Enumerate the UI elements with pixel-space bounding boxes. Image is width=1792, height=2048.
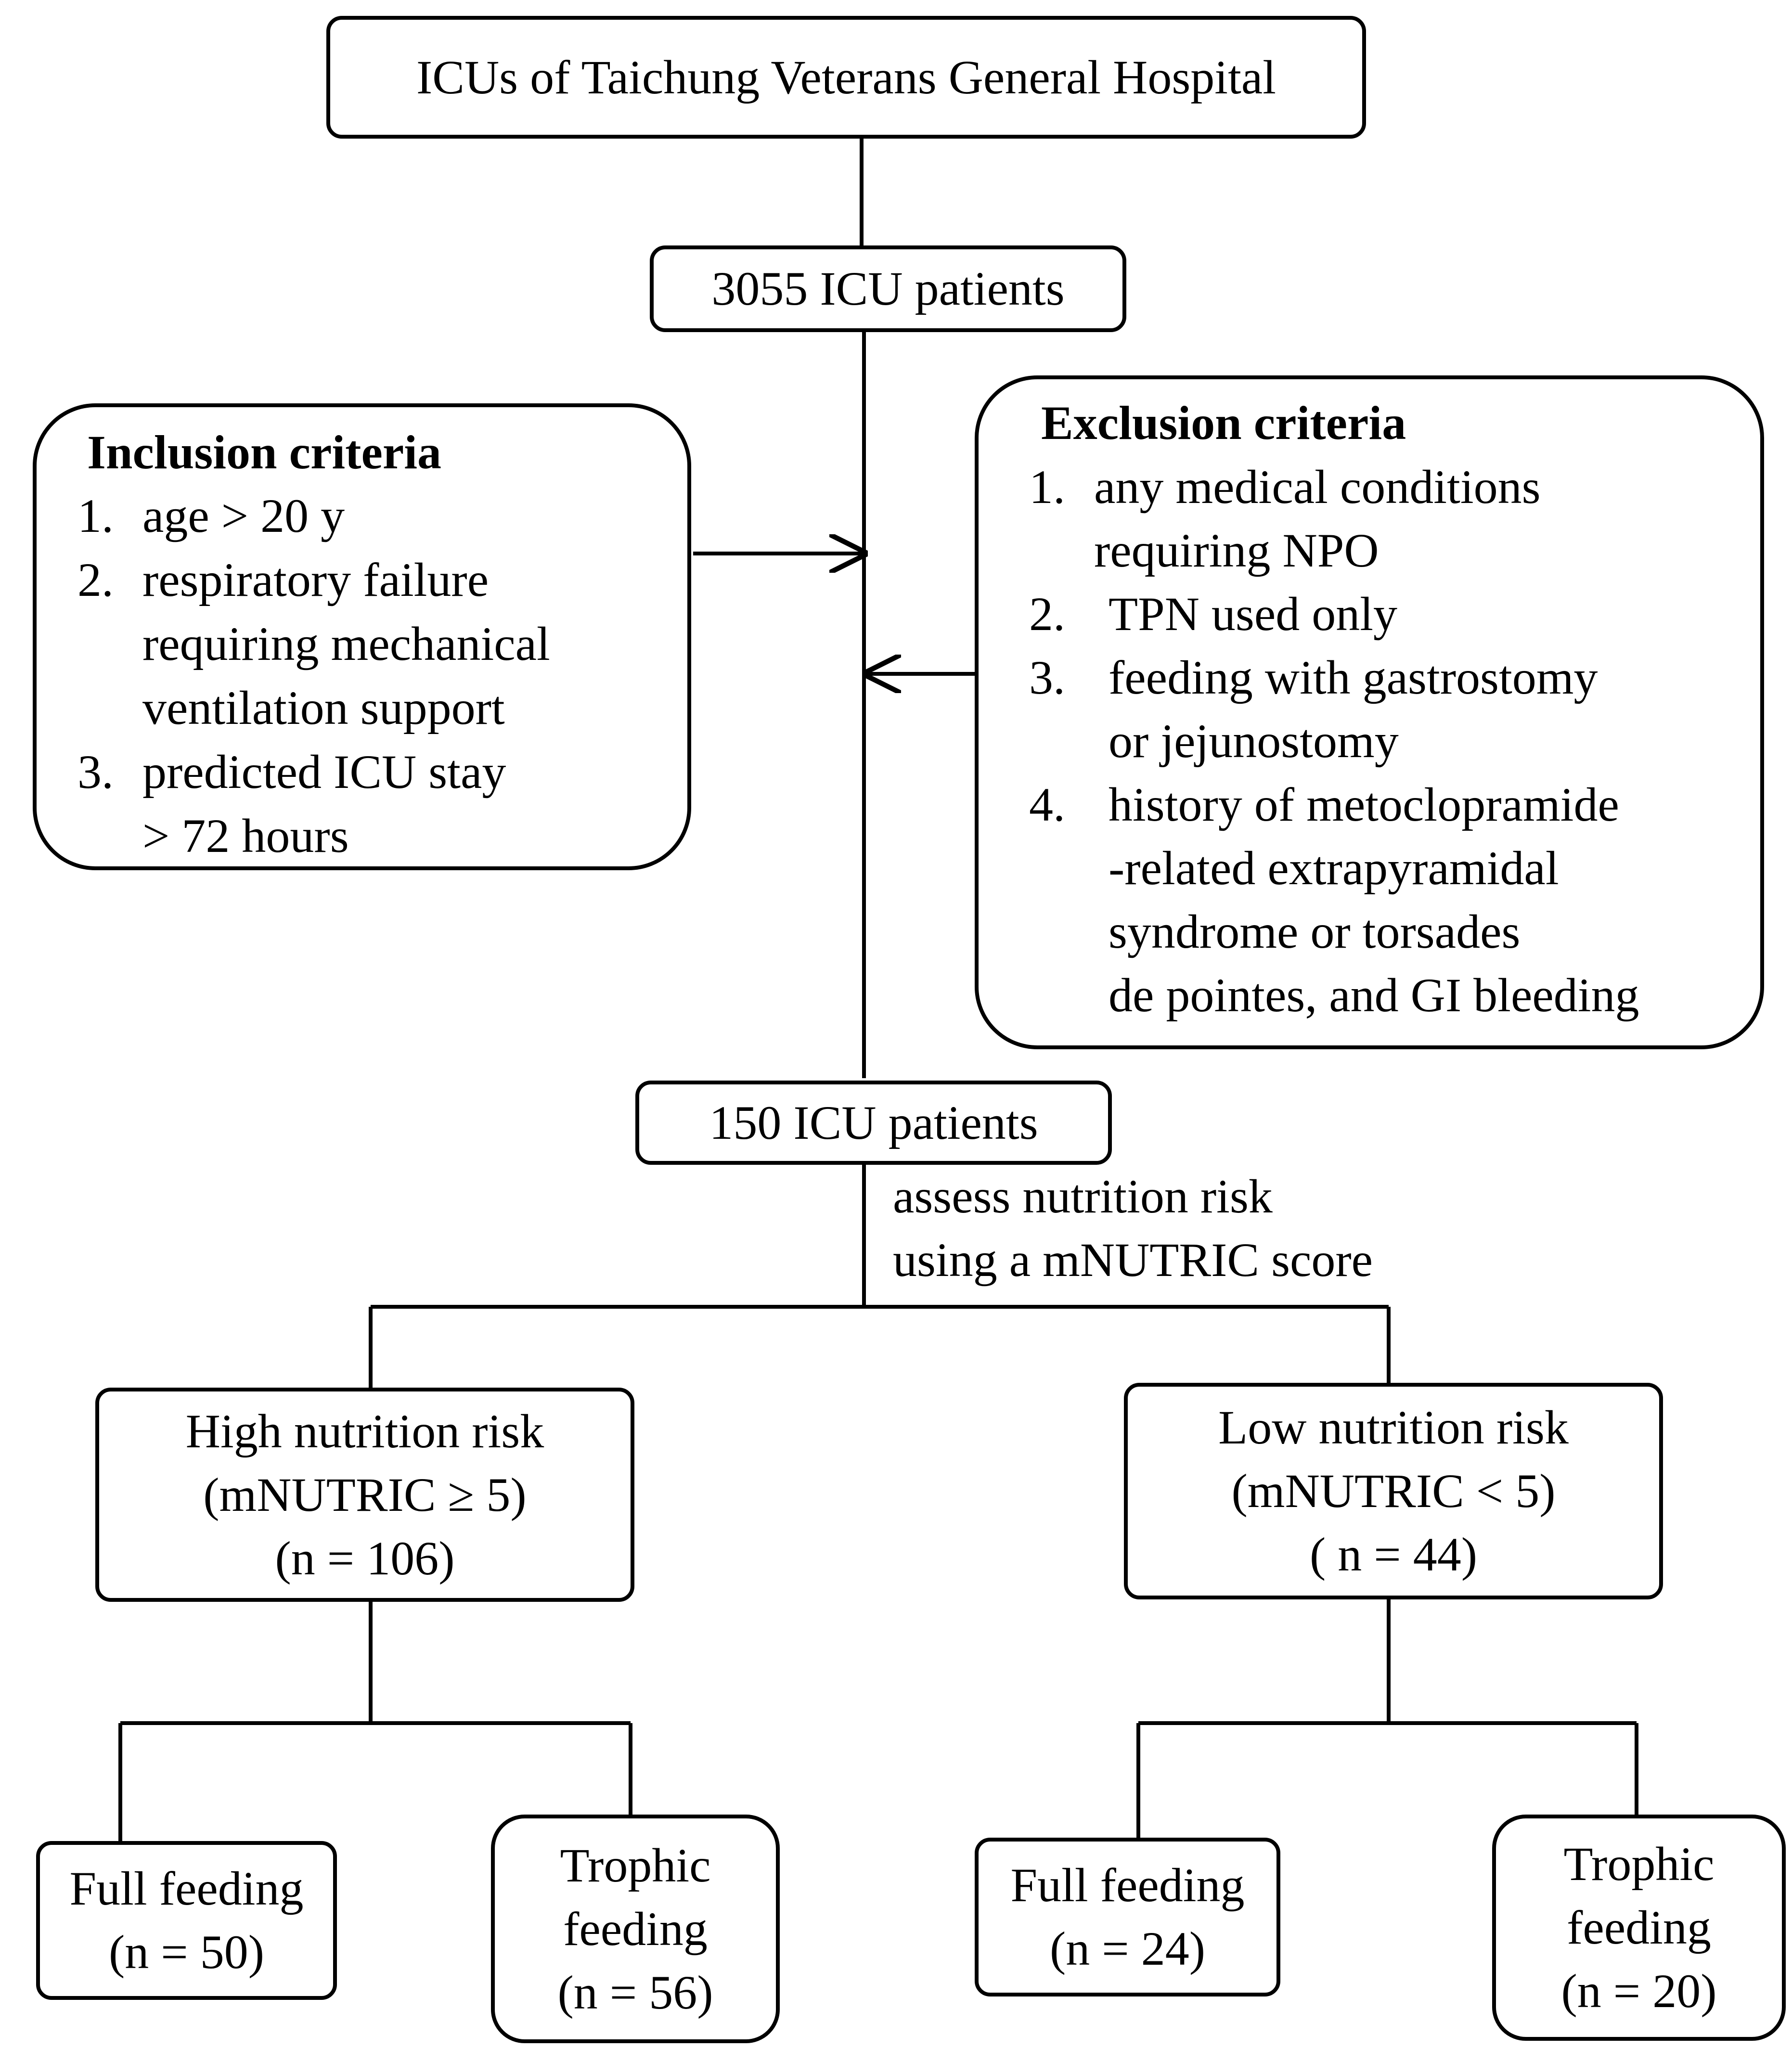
inclusion-num-2: 2. [77,553,114,606]
low-risk-title: Low nutrition risk [1218,1401,1569,1454]
high-full-feeding-box: Full feeding (n = 50) [36,1841,337,2000]
low-risk-box: Low nutrition risk (mNUTRIC < 5) ( n = 4… [1124,1383,1663,1599]
enrolled-box: 150 ICU patients [635,1081,1112,1165]
exclusion-title: Exclusion criteria [1041,396,1406,450]
exclusion-num-3: 3. [1029,651,1065,704]
high-risk-title: High nutrition risk [185,1404,544,1458]
low-full-feeding-label: Full feeding [1010,1858,1245,1912]
inclusion-item-2-line-3: ventilation support [142,681,505,734]
high-trophic-feeding-label-2: feeding [563,1902,708,1956]
exclusion-item-4-line-1: history of metoclopramide [1109,778,1619,831]
inclusion-item-3-line-1: predicted ICU stay [142,745,506,799]
low-risk-count: ( n = 44) [1310,1528,1477,1581]
low-risk-criterion: (mNUTRIC < 5) [1231,1464,1556,1518]
high-risk-count: (n = 106) [275,1531,455,1585]
exclusion-item-2-line-1: TPN used only [1109,587,1397,641]
exclusion-num-2: 2. [1029,587,1065,641]
screened-label: 3055 ICU patients [711,262,1065,315]
hospital-box: ICUs of Taichung Veterans General Hospit… [326,16,1366,139]
high-risk-box: High nutrition risk (mNUTRIC ≥ 5) (n = 1… [95,1388,634,1602]
assessment-line-2: using a mNUTRIC score [893,1233,1373,1287]
exclusion-item-4-line-2: -related extrapyramidal [1109,841,1559,895]
high-trophic-feeding-count: (n = 56) [557,1965,713,2019]
low-trophic-feeding-label-2: feeding [1567,1901,1711,1954]
exclusion-item-4-line-4: de pointes, and GI bleeding [1109,968,1639,1022]
high-trophic-feeding-box: Trophic feeding (n = 56) [491,1815,780,2043]
low-full-feeding-count: (n = 24) [1050,1922,1205,1975]
exclusion-item-4-line-3: syndrome or torsades [1109,905,1521,958]
inclusion-item-3-line-2: > 72 hours [142,809,349,863]
hospital-label: ICUs of Taichung Veterans General Hospit… [416,50,1276,104]
high-trophic-feeding-label-1: Trophic [560,1838,711,1892]
exclusion-item-1-line-2: requiring NPO [1094,524,1379,577]
exclusion-num-1: 1. [1029,460,1065,514]
high-risk-criterion: (mNUTRIC ≥ 5) [203,1468,527,1521]
inclusion-box: Inclusion criteria 1. age > 20 y 2. resp… [33,403,691,870]
assessment-line-1: assess nutrition risk [893,1170,1273,1223]
low-trophic-feeding-label-1: Trophic [1563,1837,1715,1891]
enrolled-label: 150 ICU patients [709,1095,1038,1149]
low-trophic-feeding-count: (n = 20) [1561,1964,1717,2018]
inclusion-item-1-line-1: age > 20 y [142,489,345,542]
inclusion-item-2-line-1: respiratory failure [142,553,489,606]
exclusion-num-4: 4. [1029,778,1065,831]
inclusion-num-1: 1. [77,489,114,542]
exclusion-box: Exclusion criteria 1. any medical condit… [975,375,1764,1049]
inclusion-title: Inclusion criteria [87,425,442,479]
high-full-feeding-count: (n = 50) [109,1925,264,1979]
low-full-feeding-box: Full feeding (n = 24) [975,1838,1280,1996]
inclusion-num-3: 3. [77,745,114,799]
exclusion-item-3-line-1: feeding with gastrostomy [1109,651,1598,704]
exclusion-item-3-line-2: or jejunostomy [1109,714,1399,768]
screened-box: 3055 ICU patients [650,245,1126,332]
high-full-feeding-label: Full feeding [69,1862,304,1915]
inclusion-item-2-line-2: requiring mechanical [142,617,550,670]
low-trophic-feeding-box: Trophic feeding (n = 20) [1492,1815,1786,2041]
exclusion-item-1-line-1: any medical conditions [1094,460,1541,514]
